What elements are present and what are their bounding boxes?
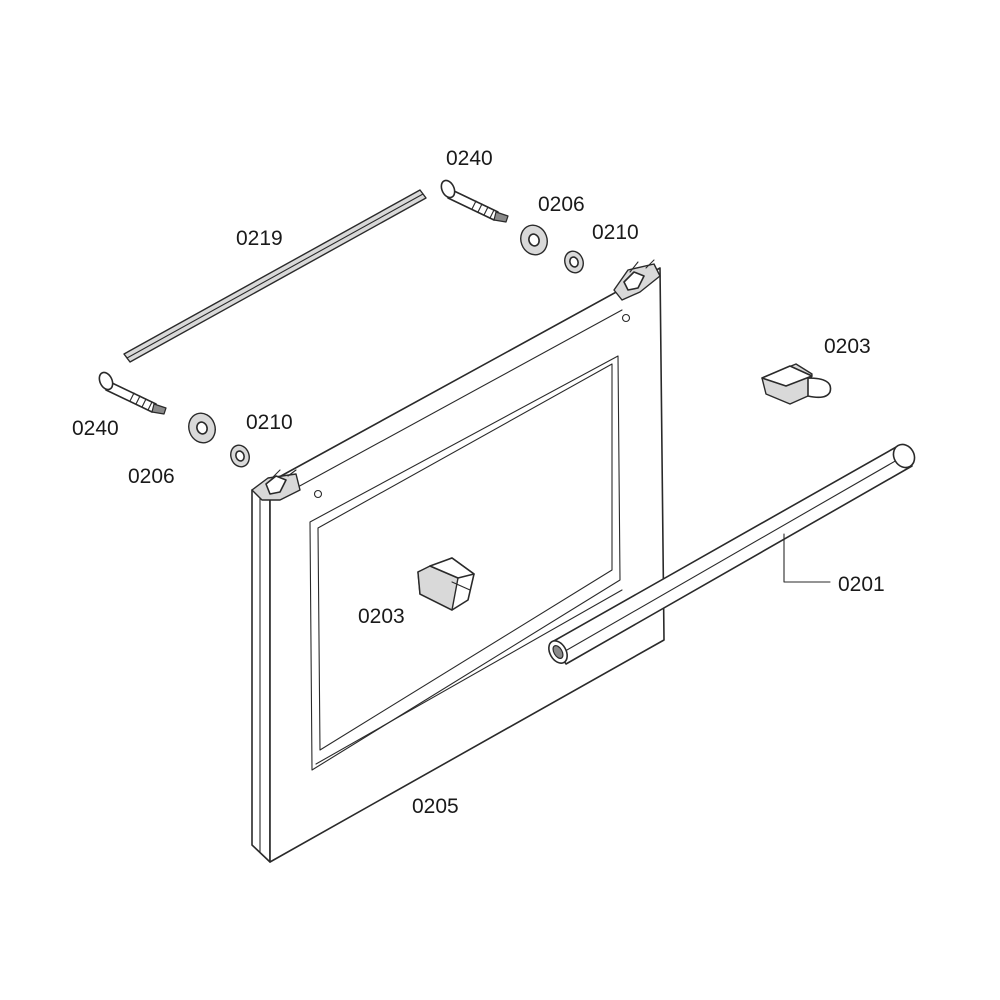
spacer-top bbox=[564, 250, 584, 274]
screw-left bbox=[98, 371, 167, 415]
door-panel bbox=[251, 259, 665, 863]
label-0205: 0205 bbox=[412, 795, 459, 818]
handle-bracket-center bbox=[417, 557, 475, 611]
door-handle bbox=[548, 443, 916, 665]
label-0240-left: 0240 bbox=[72, 417, 119, 440]
label-0240-top: 0240 bbox=[446, 147, 493, 170]
washer-top bbox=[520, 224, 548, 256]
screw-top bbox=[440, 179, 509, 223]
label-0219: 0219 bbox=[236, 227, 283, 250]
label-0210-left: 0210 bbox=[246, 411, 293, 434]
spacer-left bbox=[230, 444, 250, 468]
washer-left bbox=[188, 412, 216, 444]
label-0206-left: 0206 bbox=[128, 465, 175, 488]
label-0203-right: 0203 bbox=[824, 335, 871, 358]
label-0206-top: 0206 bbox=[538, 193, 585, 216]
label-0201: 0201 bbox=[838, 573, 885, 596]
label-0210-top: 0210 bbox=[592, 221, 639, 244]
label-0203-center: 0203 bbox=[358, 605, 405, 628]
handle-bracket-right bbox=[761, 363, 832, 405]
rod-strip bbox=[123, 189, 427, 363]
